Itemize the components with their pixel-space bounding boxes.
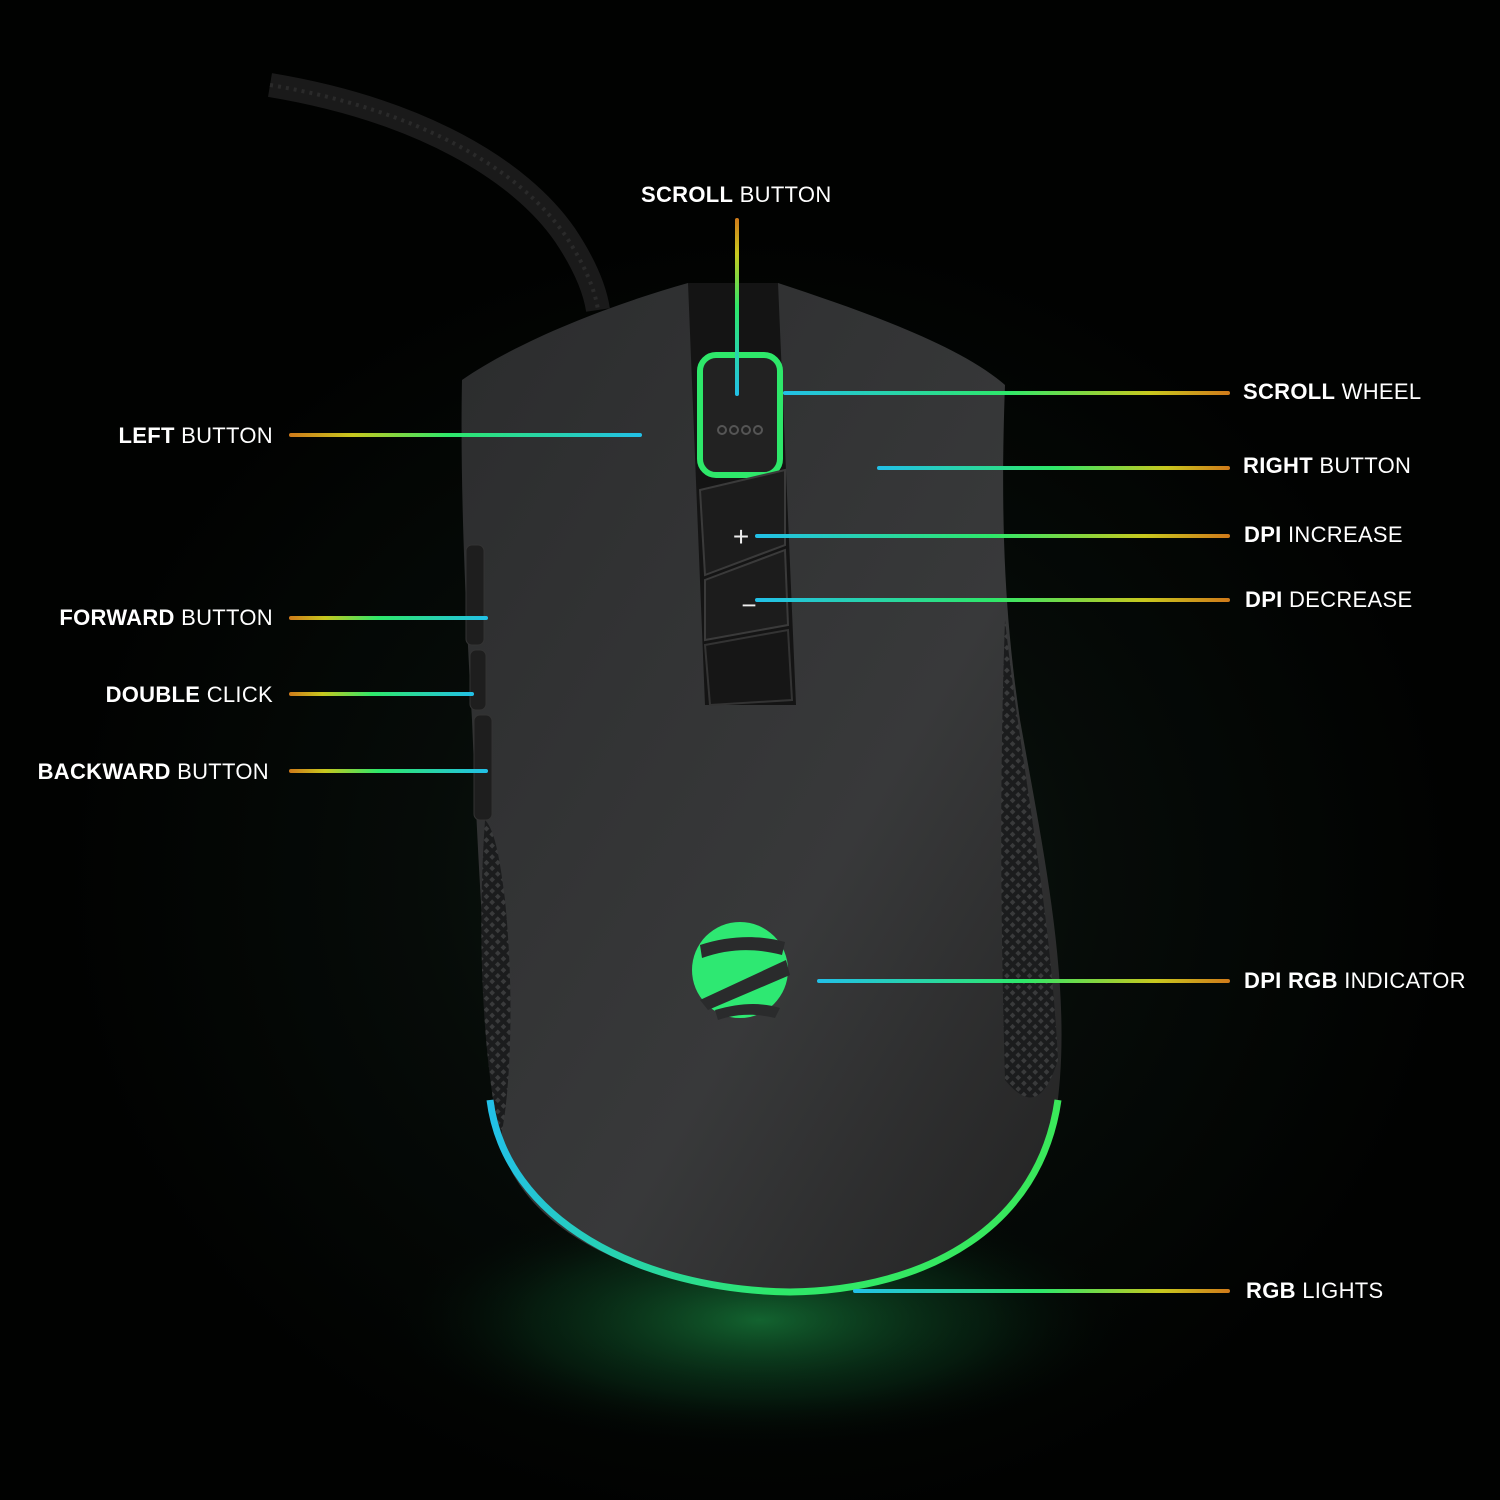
left-grip-texture [481, 820, 511, 1140]
label-rest: DECREASE [1282, 587, 1413, 612]
label-rest: INDICATOR [1337, 968, 1466, 993]
right-grip-texture [1001, 620, 1058, 1098]
rgb-lights-leader-line [853, 1289, 1230, 1293]
label-bold: LEFT [118, 423, 175, 448]
label-bold: DPI [1244, 522, 1282, 547]
double-click-side-button [469, 649, 487, 711]
callout-forward-button: FORWARD BUTTON [59, 605, 273, 631]
brand-logo-icon [692, 922, 790, 1020]
label-rest: BUTTON [174, 423, 273, 448]
label-bold: BACKWARD [37, 759, 171, 784]
rgb-rim-light [486, 1099, 1062, 1296]
callout-scroll-wheel: SCROLL WHEEL [1243, 379, 1421, 405]
callout-right-button: RIGHT BUTTON [1243, 453, 1411, 479]
label-bold: DPI RGB [1244, 968, 1338, 993]
dpi-increase-button [698, 468, 786, 577]
dpi-plus-glyph: + [733, 521, 749, 552]
label-rest: CLICK [200, 682, 273, 707]
right-button-leader-line [877, 466, 1230, 470]
callout-backward-button: BACKWARD BUTTON [38, 759, 269, 785]
label-rest: BUTTON [733, 182, 832, 207]
label-bold: RIGHT [1243, 453, 1313, 478]
label-bold: RGB [1246, 1278, 1296, 1303]
backward-side-button [473, 714, 493, 821]
dpi-decrease-leader-line [755, 598, 1230, 602]
forward-side-button [465, 544, 485, 646]
forward-button-leader-line [289, 616, 488, 620]
label-rest: LIGHTS [1295, 1278, 1384, 1303]
backward-button-leader-line [289, 769, 488, 773]
label-rest: BUTTON [170, 759, 269, 784]
label-rest: INCREASE [1281, 522, 1403, 547]
left-button-leader-line [289, 433, 642, 437]
callout-dpi-rgb-indicator: DPI RGB INDICATOR [1244, 968, 1466, 994]
label-bold: FORWARD [59, 605, 175, 630]
label-bold: SCROLL [1243, 379, 1336, 404]
label-bold: SCROLL [641, 182, 734, 207]
dpi-increase-leader-line [755, 534, 1230, 538]
scroll-wheel [697, 352, 783, 478]
label-rest: BUTTON [174, 605, 273, 630]
callout-dpi-decrease: DPI DECREASE [1245, 587, 1412, 613]
callout-scroll-button: SCROLL BUTTON [641, 182, 832, 208]
label-rest: BUTTON [1312, 453, 1412, 478]
dpi-rgb-indicator-leader-line [817, 979, 1230, 983]
cable [268, 73, 610, 313]
dpi-decrease-button [704, 548, 790, 642]
label-rest: WHEEL [1335, 379, 1422, 404]
double-click-leader-line [289, 692, 474, 696]
callout-dpi-increase: DPI INCREASE [1244, 522, 1403, 548]
label-bold: DPI [1245, 587, 1283, 612]
dpi-minus-glyph: − [741, 590, 756, 620]
scroll-button-leader-line [735, 218, 739, 396]
label-bold: DOUBLE [105, 682, 201, 707]
callout-rgb-lights: RGB LIGHTS [1246, 1278, 1383, 1304]
callout-double-click: DOUBLE CLICK [106, 682, 273, 708]
scroll-wheel-leader-line [783, 391, 1230, 395]
callout-left-button: LEFT BUTTON [119, 423, 273, 449]
